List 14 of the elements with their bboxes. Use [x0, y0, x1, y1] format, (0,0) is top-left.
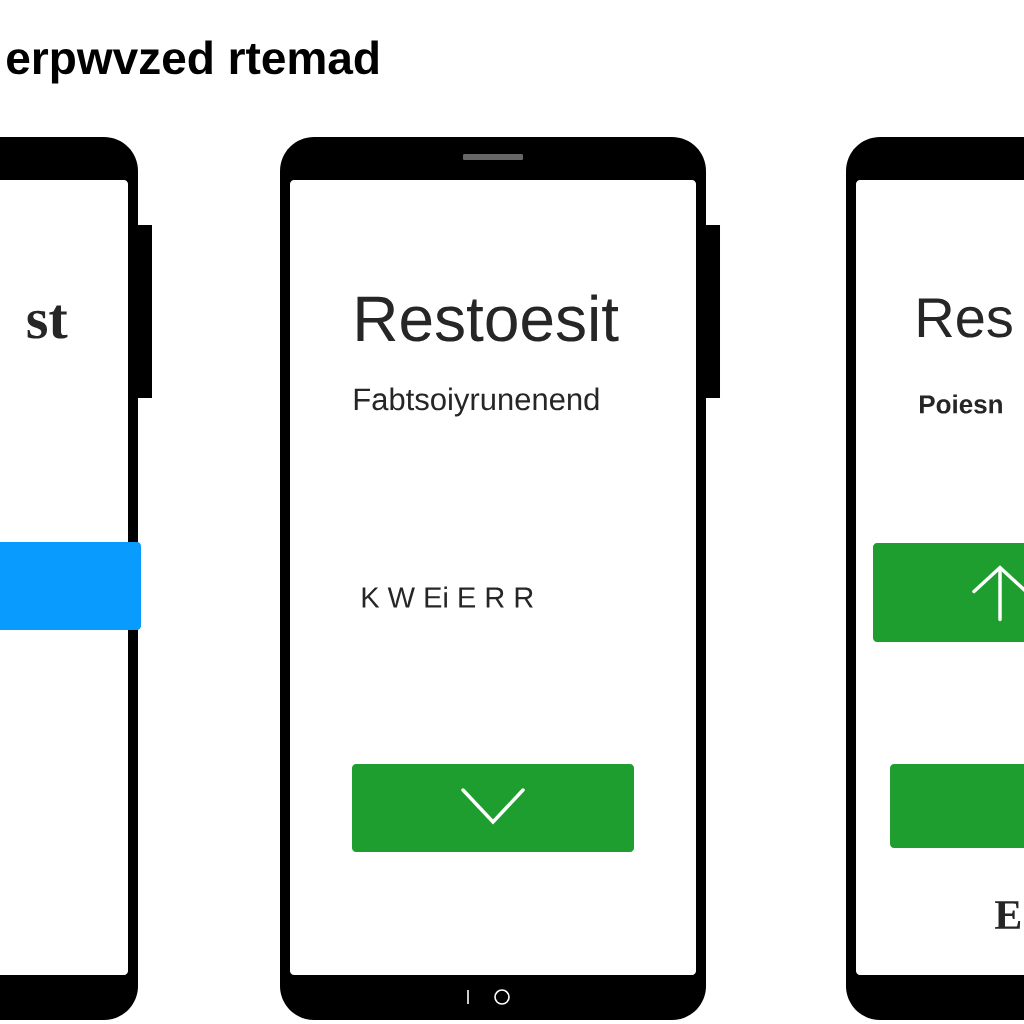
- screen-heading: Res: [918, 298, 1012, 338]
- screen-letter: E: [995, 901, 1021, 929]
- screen-heading: st: [27, 305, 68, 339]
- title: erpwvzed rtemad: [7, 40, 378, 84]
- code-text: K W Ei E R R: [362, 586, 533, 608]
- screen-subtitle: Poiesn: [920, 394, 1002, 414]
- button: [0, 542, 141, 630]
- phone: [0, 137, 152, 1020]
- screen-subtitle: Fabtsoiyrunenend: [354, 387, 599, 417]
- screen-heading: Restoesit: [357, 294, 619, 342]
- button: [890, 764, 1024, 848]
- button: [873, 543, 1024, 642]
- button: [352, 764, 634, 852]
- phone: [280, 137, 720, 1020]
